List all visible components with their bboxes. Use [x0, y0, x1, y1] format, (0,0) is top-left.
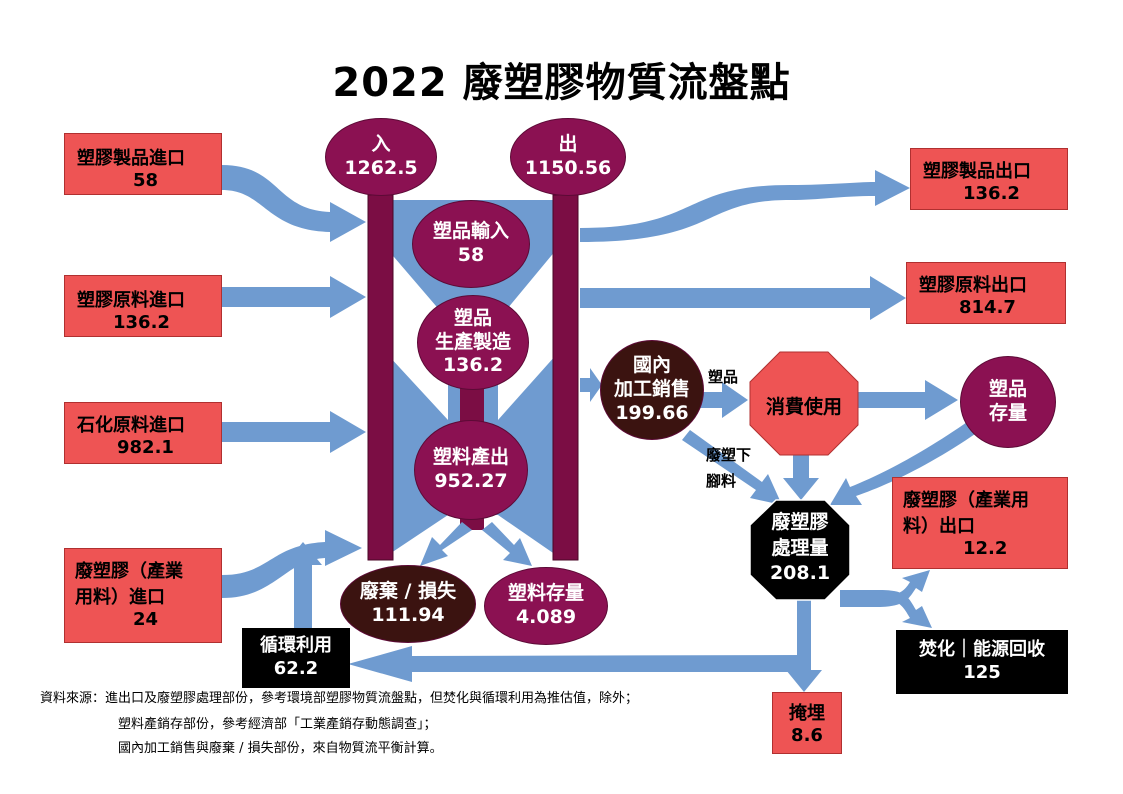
label: 石化原料進口 [77, 415, 185, 436]
input-bar [367, 194, 394, 561]
label-line1: 廢塑膠（產業用 [903, 490, 1029, 511]
consumption-octagon [749, 351, 859, 456]
value: 952.27 [434, 470, 508, 492]
label: 塑料存量 [507, 582, 584, 605]
label: 塑料產出 [432, 446, 509, 469]
arrow-domestic-consumption [700, 382, 748, 418]
arrow-product-import [222, 165, 366, 242]
arrow-treatment-landfill [786, 600, 822, 692]
arrow-recycle-up [284, 542, 322, 628]
arrow-stock-treatment [830, 420, 978, 505]
plastic-product-import-box: 塑膠製品進口 58 [64, 133, 222, 195]
product-manufacture-node: 塑品 生產製造 136.2 [417, 295, 529, 390]
domestic-processing-node: 國內 加工銷售 199.66 [600, 340, 704, 440]
waste-plastic-import-box: 廢塑膠（產業 用料）進口 24 [64, 548, 222, 643]
arrow-product-export [580, 170, 910, 242]
waste-loss-node: 廢棄 / 損失 111.94 [340, 565, 476, 643]
plastic-raw-export-box: 塑膠原料出口 814.7 [906, 262, 1066, 324]
value: 136.2 [113, 312, 170, 333]
treatment-label: 廢塑膠 處理量 208.1 [750, 510, 850, 587]
source-note-line3: 國內加工銷售與廢棄 / 損失部份，來自物質流平衡計算。 [118, 741, 443, 756]
label: 廢棄 / 損失 [359, 580, 457, 603]
recycle-box: 循環利用 62.2 [242, 628, 350, 688]
material-output-node: 塑料產出 952.27 [414, 420, 528, 520]
value: 58 [457, 244, 485, 266]
label: 循環利用 [260, 635, 332, 656]
label-line2: 用料）進口 [75, 587, 165, 608]
consumption-label: 消費使用 [765, 396, 842, 418]
label-line2: 存量 [988, 402, 1027, 424]
incineration-box: 焚化｜能源回收 125 [896, 630, 1068, 694]
label: 塑膠製品進口 [77, 148, 185, 169]
label-line1: 國內 [632, 354, 671, 377]
output-bar [552, 194, 579, 561]
value: 8.6 [791, 725, 823, 746]
petrochem-import-box: 石化原料進口 982.1 [64, 402, 222, 464]
arrow-raw-export [580, 276, 906, 320]
value: 1150.56 [524, 157, 612, 179]
label: 入 [371, 133, 391, 156]
total-out-node: 出 1150.56 [510, 118, 626, 196]
label-line1: 廢塑膠 [771, 511, 829, 533]
value: 208.1 [769, 562, 831, 585]
total-in-node: 入 1262.5 [325, 118, 437, 196]
arrow-consumption-treatment [783, 455, 819, 500]
value: 136.2 [963, 183, 1020, 204]
label-line1: 廢塑膠（產業 [75, 561, 183, 582]
label: 塑品輸入 [432, 220, 509, 243]
plastic-raw-import-box: 塑膠原料進口 136.2 [64, 275, 222, 337]
label-line1: 塑品 [453, 306, 492, 329]
arrow-consumption-stock [858, 380, 958, 420]
arrow-domestic-treatment [682, 430, 782, 505]
arrow-label-product: 塑品 [708, 368, 739, 386]
arrow-treatment-fork [840, 570, 930, 607]
arrow-label-scrap-line2: 腳料 [706, 472, 737, 490]
value: 982.1 [117, 437, 174, 458]
label: 塑膠原料進口 [77, 290, 185, 311]
label-line2: 加工銷售 [613, 378, 690, 401]
product-input-node: 塑品輸入 58 [412, 200, 530, 288]
arrow-label-scrap-line1: 廢塑下 [706, 446, 752, 464]
material-stock-node: 塑料存量 4.089 [484, 567, 608, 645]
product-stock-node: 塑品 存量 [960, 356, 1056, 448]
label: 出 [558, 133, 578, 156]
value: 58 [133, 170, 159, 191]
label-line1: 塑品 [988, 378, 1027, 401]
label-line2: 料）出口 [903, 516, 975, 537]
arrow-to-waste-loss [420, 522, 472, 566]
arrow-to-stock [482, 522, 532, 566]
source-note-line1: 資料來源：進出口及廢塑膠處理部份，參考環境部塑膠物質流盤點，但焚化與循環利用為推… [40, 691, 639, 706]
arrow-treatment-incineration [840, 590, 932, 628]
label: 塑膠原料出口 [919, 275, 1027, 296]
arrow-recycle-back [348, 646, 804, 682]
landfill-box: 掩埋 8.6 [772, 692, 842, 754]
value: 1262.5 [344, 157, 418, 179]
label-line2: 生產製造 [434, 330, 511, 353]
treatment-octagon [749, 499, 851, 601]
source-note-line2: 塑料產銷存部份，參考經濟部「工業產銷存動態調查」； [118, 717, 437, 732]
value: 111.94 [371, 604, 445, 626]
label: 焚化｜能源回收 [919, 639, 1045, 660]
page-title: 2022 廢塑膠物質流盤點 [332, 60, 791, 106]
arrow-to-domestic [580, 368, 602, 402]
label: 塑膠製品出口 [923, 161, 1031, 182]
value: 814.7 [959, 297, 1016, 318]
arrow-raw-import [222, 276, 366, 318]
plastic-product-export-box: 塑膠製品出口 136.2 [910, 148, 1068, 210]
label-line2: 處理量 [771, 536, 829, 559]
waste-plastic-export-box: 廢塑膠（產業用 料）出口 12.2 [892, 477, 1068, 569]
value: 24 [133, 609, 159, 630]
arrow-petrochem-import [222, 411, 366, 453]
value: 62.2 [273, 658, 319, 680]
label: 掩埋 [789, 703, 825, 724]
value: 199.66 [615, 401, 689, 424]
value: 125 [963, 662, 1001, 684]
value: 136.2 [442, 354, 504, 377]
value: 4.089 [515, 606, 577, 628]
value: 12.2 [963, 538, 1008, 559]
